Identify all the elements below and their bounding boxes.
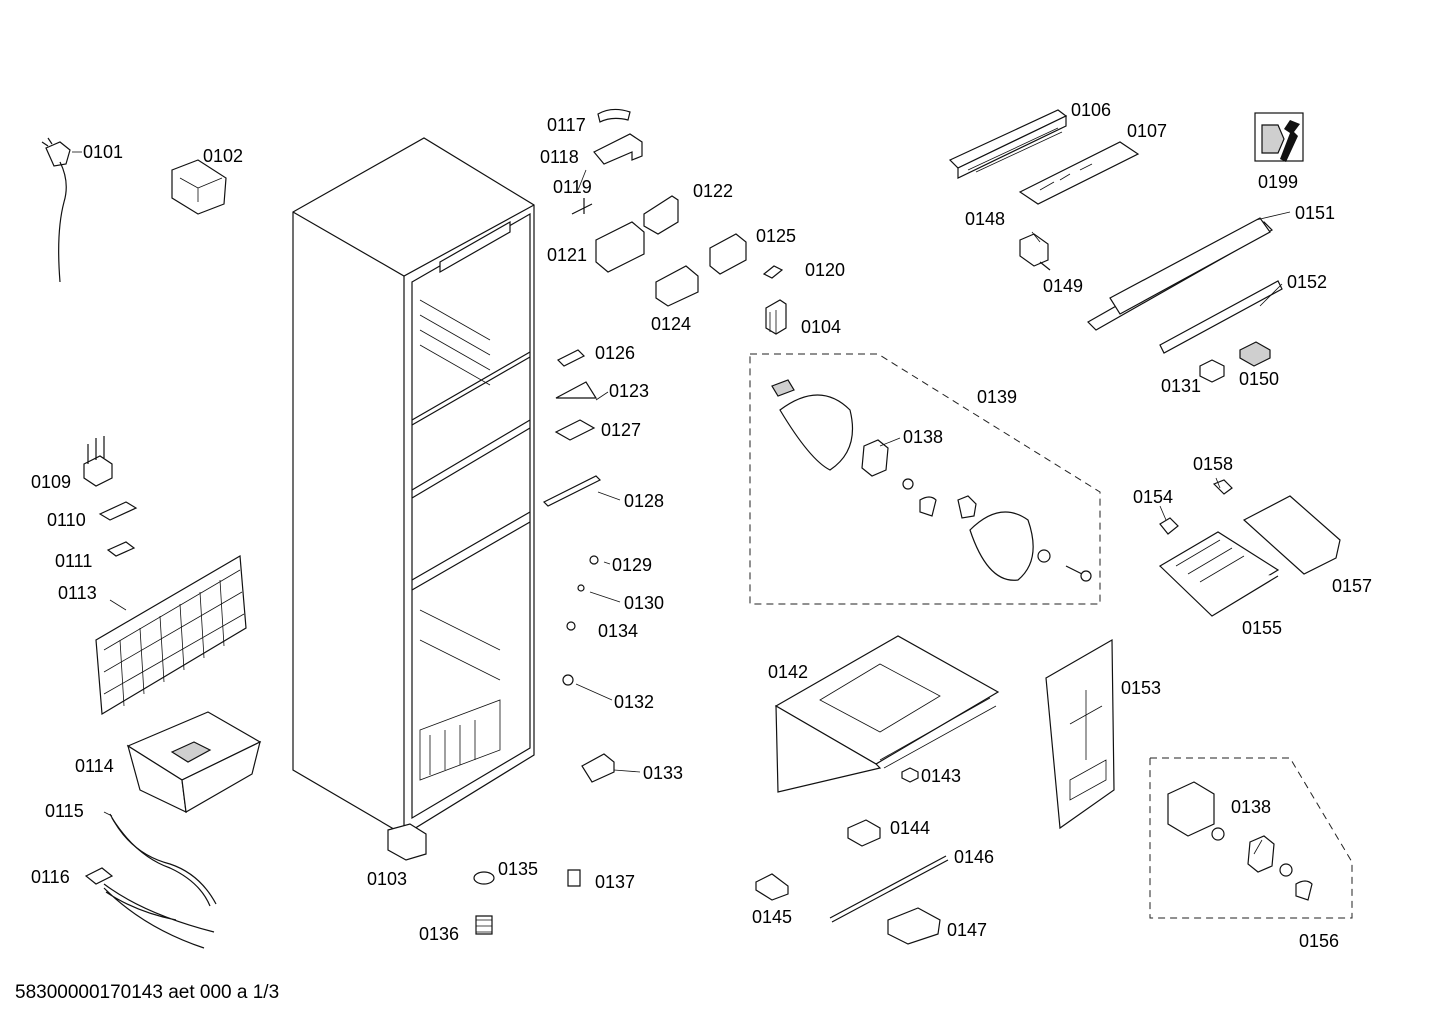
small-hardware-parts [755, 819, 949, 945]
label-0149: 0149 [1043, 276, 1083, 296]
refrigerator-cabinet-part [292, 137, 535, 861]
label-0113: 0113 [58, 583, 97, 603]
label-0101: 0101 [83, 142, 123, 162]
label-0138-damper: 0138 [1231, 797, 1271, 817]
label-0138-fan: 0138 [903, 427, 943, 447]
label-0130: 0130 [624, 593, 664, 613]
label-0116: 0116 [31, 867, 70, 887]
label-0129: 0129 [612, 555, 652, 575]
relay-parts [83, 436, 138, 557]
damper-assembly-group [1149, 757, 1353, 919]
label-0128: 0128 [624, 491, 664, 511]
label-0142: 0142 [768, 662, 808, 682]
label-0150: 0150 [1239, 369, 1279, 389]
label-0123: 0123 [609, 381, 649, 401]
fan-assembly-group [749, 353, 1101, 605]
clip-part [765, 299, 787, 335]
connector-part [1199, 359, 1225, 383]
label-0124: 0124 [651, 314, 691, 334]
nut-part [901, 767, 919, 783]
condenser-grid-part [95, 555, 247, 716]
control-module-part [171, 159, 227, 215]
document-id-footer: 58300000170143 aet 000 a 1/3 [15, 982, 279, 1003]
label-0137: 0137 [595, 872, 635, 892]
label-0126: 0126 [595, 343, 635, 363]
label-0132: 0132 [614, 692, 654, 712]
label-0156: 0156 [1299, 931, 1339, 951]
power-cord-part [41, 137, 71, 283]
label-0147: 0147 [947, 920, 987, 940]
rear-panel-part [1045, 638, 1115, 830]
label-0104: 0104 [801, 317, 841, 337]
label-0135: 0135 [498, 859, 538, 879]
drip-tray-part [126, 711, 262, 814]
evaporator-cover-part [774, 635, 1000, 793]
label-0121: 0121 [547, 245, 587, 265]
label-0106: 0106 [1071, 100, 1111, 120]
wiring-harness-part [84, 813, 217, 949]
control-board-part [948, 109, 1068, 179]
label-0144: 0144 [890, 818, 930, 838]
switch-part [1019, 233, 1051, 271]
label-0146: 0146 [954, 847, 994, 867]
label-0148: 0148 [965, 209, 1005, 229]
label-0157: 0157 [1332, 576, 1372, 596]
label-0120: 0120 [805, 260, 845, 280]
label-0134: 0134 [598, 621, 638, 641]
label-0110: 0110 [47, 510, 86, 530]
label-0119: 0119 [553, 177, 592, 197]
circuit-board-part [1018, 141, 1140, 205]
label-0199: 0199 [1258, 172, 1298, 192]
hinge-cover-parts [542, 108, 784, 783]
label-0139: 0139 [977, 387, 1017, 407]
plug-part [1239, 341, 1271, 367]
label-0127: 0127 [601, 420, 641, 440]
label-0133: 0133 [643, 763, 683, 783]
feet-screws-parts [473, 869, 581, 935]
label-0131: 0131 [1161, 376, 1201, 396]
label-0152: 0152 [1287, 272, 1327, 292]
label-0114: 0114 [75, 756, 114, 776]
label-0102: 0102 [203, 146, 243, 166]
label-0122: 0122 [693, 181, 733, 201]
label-0117: 0117 [547, 115, 586, 135]
label-0155: 0155 [1242, 618, 1282, 638]
label-0107: 0107 [1127, 121, 1167, 141]
label-0111: 0111 [55, 551, 92, 571]
label-0109: 0109 [31, 472, 71, 492]
part-labels: 0101 0102 0103 0104 0106 0107 0109 0110 … [31, 100, 1372, 951]
label-0153: 0153 [1121, 678, 1161, 698]
cover-strip-part [1087, 217, 1273, 331]
label-0118: 0118 [540, 147, 579, 167]
leader-lines [72, 151, 1291, 855]
label-0136: 0136 [419, 924, 459, 944]
trim-strip-part [1159, 280, 1283, 354]
lamp-housing-part [1158, 495, 1341, 617]
label-0103: 0103 [367, 869, 407, 889]
label-0151: 0151 [1295, 203, 1335, 223]
label-0145: 0145 [752, 907, 792, 927]
label-0143: 0143 [921, 766, 961, 786]
label-0158: 0158 [1193, 454, 1233, 474]
label-0154: 0154 [1133, 487, 1173, 507]
label-0115: 0115 [45, 801, 84, 821]
service-tool-icon [1254, 112, 1304, 162]
label-0125: 0125 [756, 226, 796, 246]
